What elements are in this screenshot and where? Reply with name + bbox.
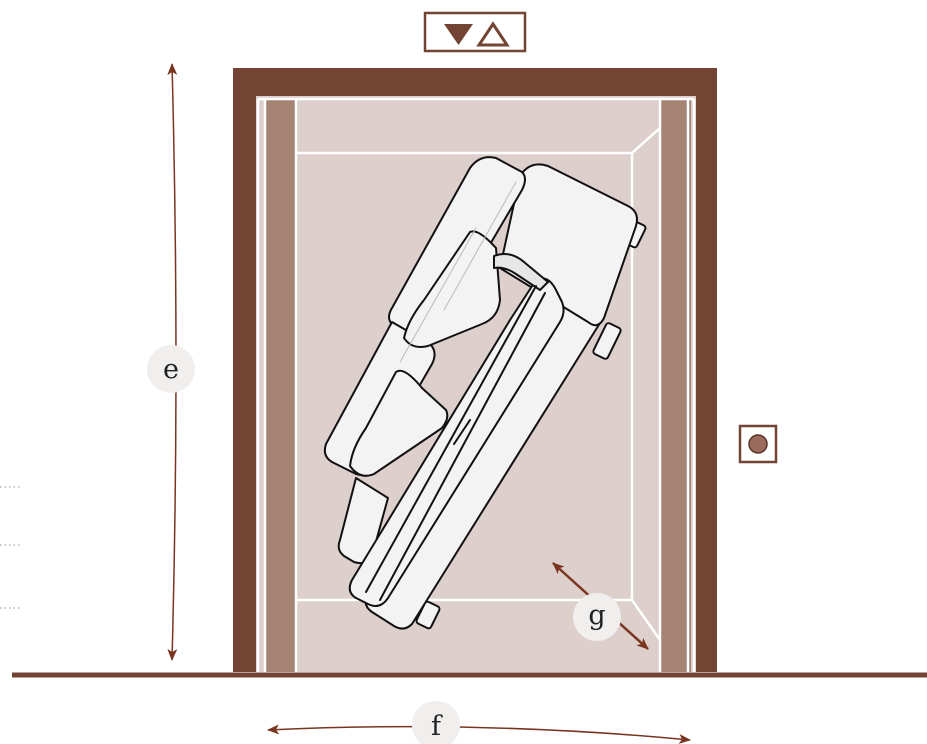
label-f-text: f	[431, 711, 443, 742]
elevator-frame	[233, 68, 717, 672]
width-arrow	[267, 724, 691, 744]
call-button	[738, 424, 778, 464]
label-e-text: e	[163, 354, 179, 385]
guide-lines	[0, 486, 20, 609]
circle-button-icon	[748, 434, 768, 454]
right-wall-panel	[660, 100, 691, 672]
label-f: f	[412, 701, 460, 744]
sofa	[323, 156, 647, 630]
down-arrow-icon	[444, 24, 473, 45]
label-g-text: g	[588, 600, 605, 631]
label-g: g	[573, 593, 621, 641]
left-wall-panel	[265, 100, 296, 672]
floor-indicator	[423, 11, 527, 53]
up-arrow-icon	[476, 21, 510, 47]
label-e: e	[147, 345, 195, 393]
